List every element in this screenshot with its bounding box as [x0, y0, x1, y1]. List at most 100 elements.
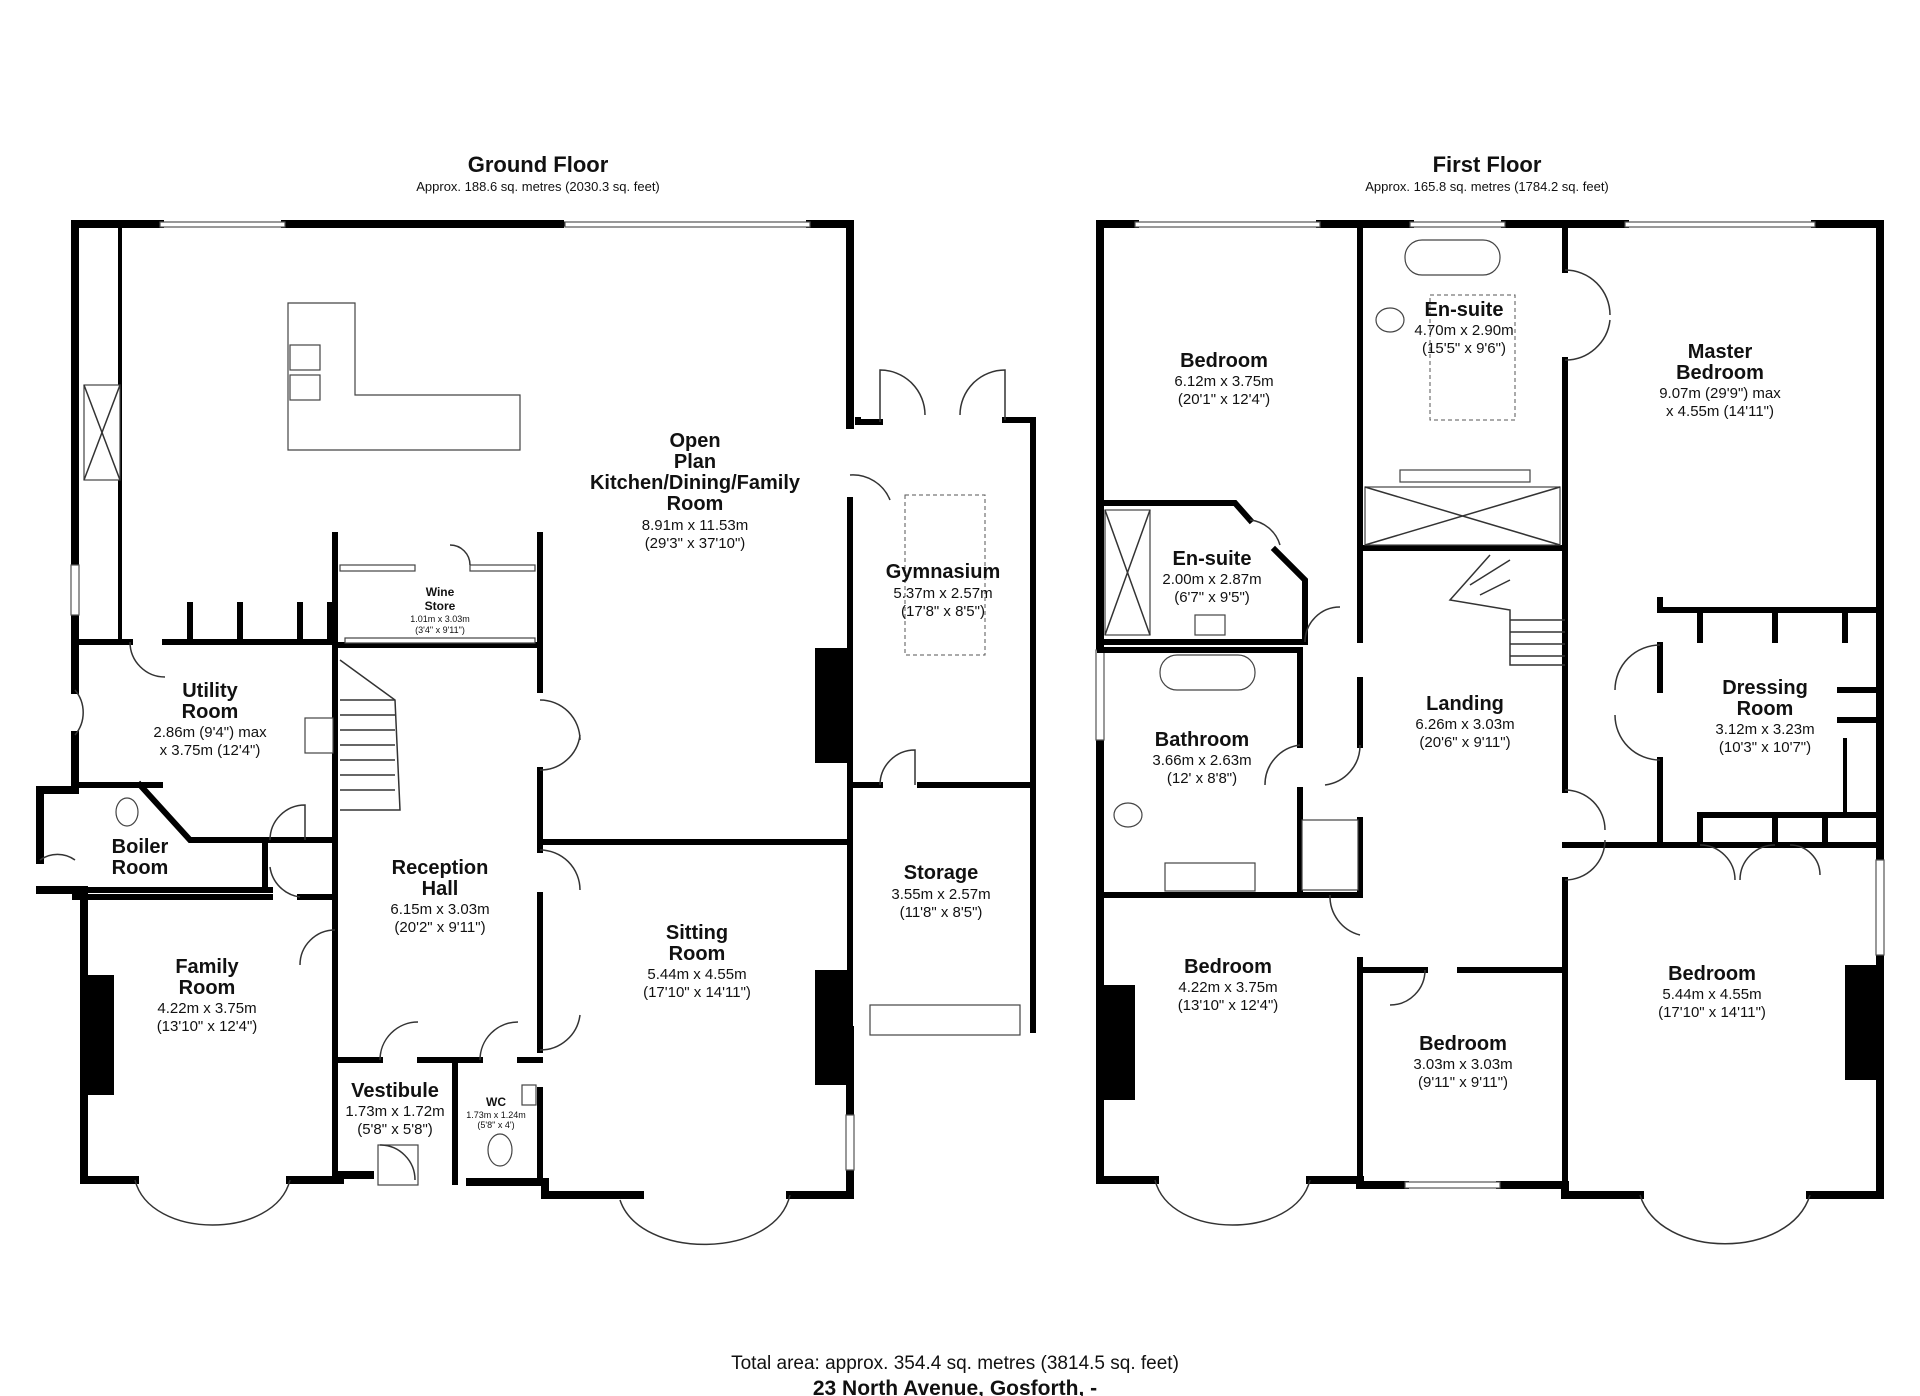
room-dimensions: 3.03m x 3.03m	[1413, 1056, 1512, 1073]
room-name: Gymnasium	[886, 561, 1000, 583]
room-name: En-suite	[1425, 299, 1504, 321]
room-name: Dressing	[1722, 677, 1808, 699]
gym-mat-outline	[904, 494, 986, 656]
storage-shelf	[869, 1004, 1021, 1036]
room-dimensions: 4.70m x 2.90m	[1414, 322, 1513, 339]
bedroom-bay-window	[1154, 1179, 1311, 1226]
room-landing: Landing 6.26m x 3.03m (20'6" x 9'11")	[1415, 693, 1514, 751]
bedroom-side-window	[1875, 859, 1885, 956]
kitchen-sink	[289, 374, 321, 401]
room-wc: WC 1.73m x 1.24m (5'8" x 4')	[466, 1095, 526, 1130]
first-floor-staircase	[1448, 554, 1565, 666]
room-family: Family Room 4.22m x 3.75m (13'10" x 12'4…	[157, 956, 258, 1035]
first-floor-plan: First Floor Approx. 165.8 sq. metres (17…	[1095, 152, 1885, 1245]
room-gymnasium: Gymnasium 5.37m x 2.57m (17'8" x 8'5")	[886, 561, 1000, 620]
room-name: Vestibule	[351, 1080, 439, 1102]
ground-floor-doors	[39, 369, 1006, 1186]
room-sitting: Sitting Room 5.44m x 4.55m (17'10" x 14'…	[643, 922, 751, 1001]
room-name: Master	[1688, 341, 1753, 363]
room-name: Room	[179, 977, 236, 999]
ensuite-window	[1409, 221, 1506, 228]
room-open-plan-kitchen: Open Plan Kitchen/Dining/Family Room 8.9…	[590, 430, 801, 552]
bedroom-chimney-breast	[1100, 985, 1135, 1100]
room-name: Room	[1737, 698, 1794, 720]
room-name: Landing	[1426, 693, 1504, 715]
room-dimensions: 1.73m x 1.72m	[345, 1103, 444, 1120]
room-dimensions: (3'4" x 9'11")	[415, 625, 465, 635]
room-dimensions: 5.37m x 2.57m	[893, 585, 992, 602]
room-reception-hall: Reception Hall 6.15m x 3.03m (20'2" x 9'…	[390, 857, 489, 936]
kitchen-island	[287, 302, 521, 451]
property-address: 23 North Avenue, Gosforth, -	[813, 1377, 1097, 1396]
room-dimensions: 5.44m x 4.55m	[647, 966, 746, 983]
room-bedroom-1: Bedroom 6.12m x 3.75m (20'1" x 12'4")	[1174, 350, 1273, 408]
bathroom-bath	[1159, 654, 1256, 691]
room-dimensions: 6.26m x 3.03m	[1415, 716, 1514, 733]
room-dimensions: (15'5" x 9'6")	[1422, 340, 1506, 357]
room-dimensions: 3.12m x 3.23m	[1715, 721, 1814, 738]
wine-shelf	[339, 564, 416, 572]
room-name: Bedroom	[1676, 362, 1764, 384]
room-wine-store: Wine Store 1.01m x 3.03m (3'4" x 9'11")	[410, 585, 470, 635]
room-name: Hall	[422, 878, 459, 900]
room-storage: Storage 3.55m x 2.57m (11'8" x 8'5")	[891, 862, 990, 921]
room-name: Room	[667, 493, 724, 515]
room-dimensions: 2.00m x 2.87m	[1162, 571, 1261, 588]
room-utility: Utility Room 2.86m (9'4") max x 3.75m (1…	[153, 680, 267, 759]
ground-floor-staircase	[339, 659, 401, 811]
room-name: Bedroom	[1180, 350, 1268, 372]
room-dimensions: 5.44m x 4.55m	[1662, 986, 1761, 1003]
room-dimensions: (13'10" x 12'4")	[1178, 997, 1279, 1014]
utility-sink	[304, 717, 334, 754]
bedroom-chimney-breast	[1845, 965, 1880, 1080]
room-name: Room	[669, 943, 726, 965]
room-name: Bedroom	[1668, 963, 1756, 985]
room-name: Room	[112, 857, 169, 879]
ensuite-rug-outline	[1429, 294, 1516, 421]
family-room-chimney-breast	[84, 975, 114, 1095]
sitting-room-chimney-breast	[815, 970, 850, 1085]
kitchen-window	[564, 221, 811, 228]
room-vestibule: Vestibule 1.73m x 1.72m (5'8" x 5'8")	[345, 1080, 444, 1138]
room-name: Bedroom	[1184, 956, 1272, 978]
room-boiler: Boiler Room	[112, 836, 169, 879]
bedroom-bay-window	[1639, 1194, 1811, 1245]
boiler-room-toilet	[115, 797, 139, 827]
room-dimensions: 4.22m x 3.75m	[1178, 979, 1277, 996]
room-name: Boiler	[112, 836, 169, 858]
room-name: Bedroom	[1419, 1033, 1507, 1055]
family-room-bay-window	[134, 1179, 291, 1226]
room-dimensions: (10'3" x 10'7")	[1719, 739, 1811, 756]
bathroom-toilet	[1113, 802, 1143, 828]
room-dressing: Dressing Room 3.12m x 3.23m (10'3" x 10'…	[1715, 677, 1814, 756]
room-dimensions: (12' x 8'8")	[1167, 770, 1237, 787]
room-dimensions: 6.12m x 3.75m	[1174, 373, 1273, 390]
room-name: Kitchen/Dining/Family	[590, 472, 801, 494]
bathroom-double-basin	[1164, 862, 1256, 892]
room-master-bedroom: Master Bedroom 9.07m (29'9") max x 4.55m…	[1659, 341, 1781, 420]
ensuite-toilet	[1375, 307, 1405, 333]
room-dimensions: (20'2" x 9'11")	[394, 919, 485, 936]
kitchen-side-window	[70, 564, 80, 616]
room-name: Bathroom	[1155, 729, 1249, 751]
total-area: Total area: approx. 354.4 sq. metres (38…	[731, 1353, 1179, 1374]
room-name: Room	[182, 701, 239, 723]
room-dimensions: (20'6" x 9'11")	[1419, 734, 1510, 751]
room-dimensions: 1.01m x 3.03m	[410, 614, 470, 624]
room-dimensions: (5'8" x 4')	[477, 1120, 514, 1130]
room-dimensions: (11'8" x 8'5")	[900, 904, 983, 921]
wine-shelf	[344, 637, 536, 644]
room-dimensions: (13'10" x 12'4")	[157, 1018, 258, 1035]
room-dimensions: (20'1" x 12'4")	[1178, 391, 1270, 408]
kitchen-chimney-breast	[815, 648, 850, 763]
bathroom-window	[1095, 649, 1105, 741]
kitchen-window	[159, 221, 286, 228]
room-dimensions: (5'8" x 5'8")	[357, 1121, 433, 1138]
first-floor-doors	[1249, 269, 1821, 1006]
room-dimensions: (17'8" x 8'5")	[901, 603, 985, 620]
room-ensuite-2: En-suite 2.00m x 2.87m (6'7" x 9'5")	[1162, 548, 1261, 606]
room-dimensions: 9.07m (29'9") max	[1659, 385, 1781, 402]
bathroom-shower	[1301, 819, 1359, 891]
room-name: Family	[175, 956, 239, 978]
